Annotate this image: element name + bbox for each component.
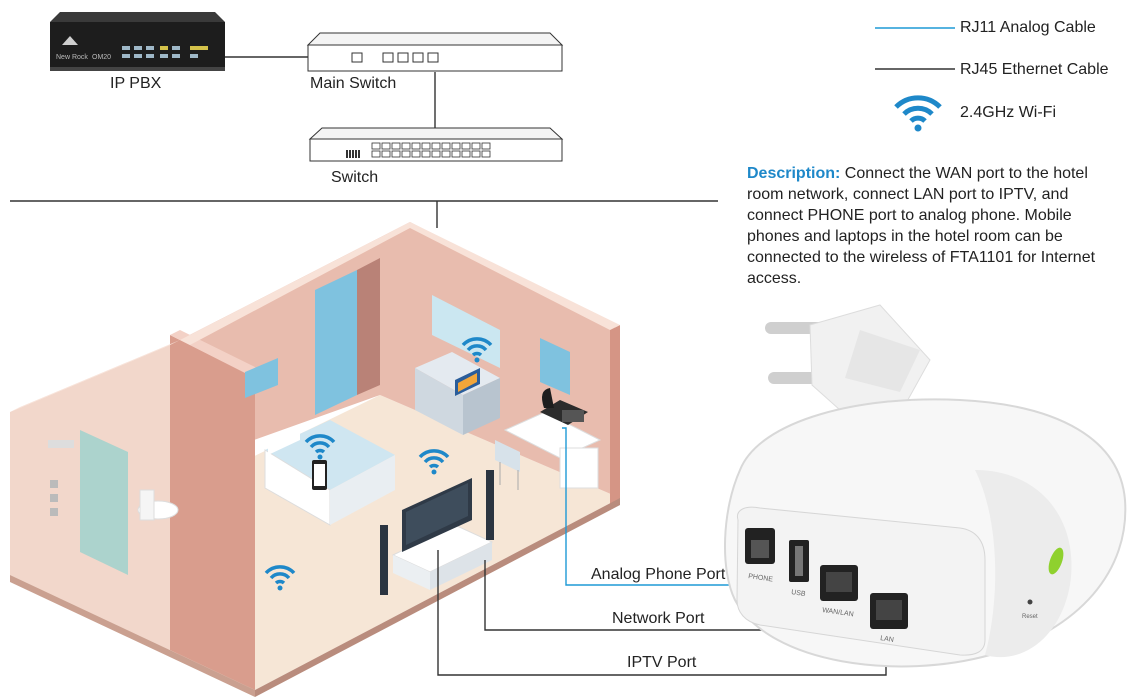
chair	[495, 440, 520, 490]
wifi-legend-icon	[894, 95, 942, 132]
balcony-door	[315, 270, 357, 415]
rj45-legend-label: RJ45 Ethernet Cable	[960, 61, 1109, 78]
wifi-icon	[418, 449, 450, 475]
switch-port	[431, 142, 441, 150]
pbx-model: OM20	[92, 54, 111, 61]
switch-port	[371, 150, 381, 158]
switch-port	[411, 142, 421, 150]
lan-port	[870, 593, 908, 629]
toilet	[137, 489, 179, 521]
switch-port	[421, 150, 431, 158]
switch-console-port	[349, 150, 351, 158]
main-switch-label: Main Switch	[310, 75, 397, 92]
reset-button	[1027, 599, 1033, 605]
main-switch-device	[306, 32, 564, 72]
desk-phone	[540, 388, 588, 425]
analog-phone-port-label: Analog Phone Port	[591, 566, 726, 583]
switch-label: Switch	[331, 169, 379, 186]
switch-port	[481, 150, 491, 158]
switch-console-port	[352, 150, 354, 158]
laptop	[455, 368, 480, 396]
speaker-right	[486, 470, 494, 540]
phone-port	[745, 528, 775, 564]
tv	[402, 478, 472, 552]
switch-port	[411, 150, 421, 158]
switch-port	[391, 142, 401, 150]
switch-port	[421, 142, 431, 150]
ip-pbx-device: New Rock OM20	[50, 12, 225, 71]
switch-console-port	[355, 150, 357, 158]
desk	[503, 411, 602, 489]
switch-port	[461, 150, 471, 158]
switch-port	[371, 142, 381, 150]
switch-device	[308, 127, 564, 162]
switch-console-port	[358, 150, 360, 158]
network-port-label: Network Port	[612, 610, 705, 627]
switch-port	[431, 150, 441, 158]
window-right	[540, 338, 570, 395]
wifi-icon	[461, 337, 493, 363]
wifi-icon	[304, 434, 336, 460]
status-led	[1048, 547, 1064, 575]
switch-port	[441, 150, 451, 158]
switch-port	[401, 150, 411, 158]
bed	[264, 420, 395, 526]
wan-lan-port	[820, 565, 858, 601]
description-heading: Description:	[747, 165, 841, 182]
window-left	[245, 358, 278, 398]
usb-port-label: USB	[791, 589, 807, 598]
shower-glass	[80, 430, 128, 575]
wifi-legend-label: 2.4GHz Wi-Fi	[960, 104, 1056, 121]
room-partition	[170, 335, 255, 690]
switch-port	[381, 150, 391, 158]
switch-port	[381, 142, 391, 150]
switch-port	[481, 142, 491, 150]
usb-port	[789, 540, 809, 582]
wan-lan-port-label: WAN/LAN	[822, 607, 854, 618]
switch-port	[391, 150, 401, 158]
lan-port-label: LAN	[880, 635, 894, 644]
wifi-icon	[264, 565, 296, 591]
legend-graphics	[875, 27, 955, 132]
wall-mirror	[432, 295, 500, 368]
speaker-left	[380, 525, 388, 595]
switch-port	[441, 142, 451, 150]
iptv-port-label: IPTV Port	[627, 654, 697, 671]
switch-port	[451, 142, 461, 150]
switch-console-port	[346, 150, 348, 158]
room-right-wall	[610, 325, 620, 505]
switch-port	[471, 142, 481, 150]
switch-port	[401, 142, 411, 150]
phone-port-label: PHONE	[748, 573, 774, 583]
pbx-brand: New Rock	[56, 54, 88, 61]
switch-port	[461, 142, 471, 150]
description-text: Connect the WAN port to the hotel room n…	[747, 165, 1096, 287]
description-block: Description: Connect the WAN port to the…	[747, 163, 1127, 289]
tv-stand	[391, 524, 494, 590]
reset-label: Reset	[1022, 614, 1038, 620]
switch-port	[471, 150, 481, 158]
rj11-legend-label: RJ11 Analog Cable	[960, 19, 1096, 36]
switch-port	[451, 150, 461, 158]
ip-pbx-label: IP PBX	[110, 75, 162, 92]
